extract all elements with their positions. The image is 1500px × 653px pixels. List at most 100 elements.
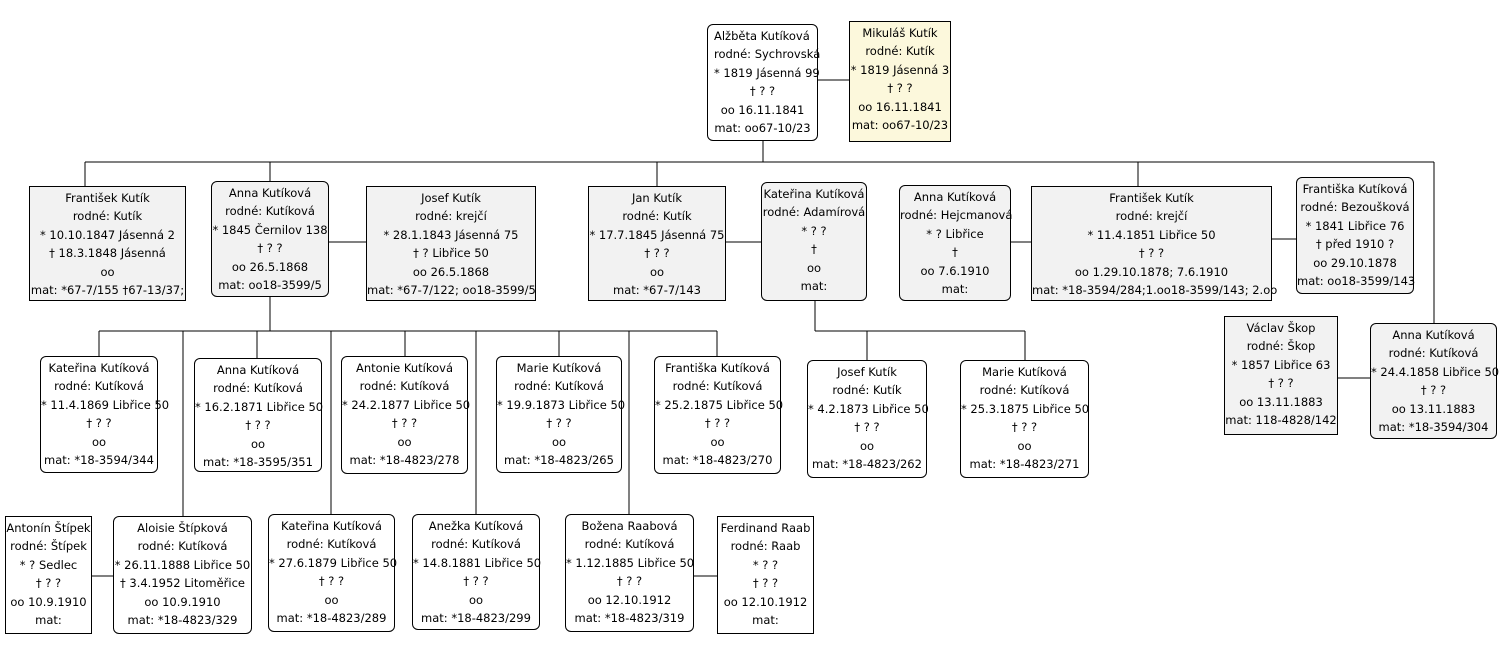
person-marriage: oo xyxy=(91,434,107,449)
person-birth: * 1819 Jásenná 3 xyxy=(850,62,950,77)
person-birth: * 25.3.1875 Libřice 50 xyxy=(961,401,1090,416)
person-card-ferdinand-raab[interactable]: Ferdinand Raab rodné: Raab * ? ? † ? ? o… xyxy=(717,516,814,634)
person-birth-name: rodné: Štípek xyxy=(10,539,87,554)
person-card-frantiska-kutikova-bezouskova[interactable]: Františka Kutíková rodné: Bezoušková * 1… xyxy=(1296,177,1416,294)
person-record: mat: oo18-3599/5 xyxy=(218,278,322,293)
person-name: Anna Kutíková xyxy=(216,363,300,377)
person-birth-name: rodné: Kutík xyxy=(72,209,143,224)
person-death: † ? ? xyxy=(257,241,283,256)
person-name: Anežka Kutíková xyxy=(428,519,524,533)
person-card-frantiska-kutikova-1875[interactable]: Františka Kutíková rodné: Kutíková * 25.… xyxy=(654,356,783,474)
person-card-katerina-kutikova-adamirova[interactable]: Kateřina Kutíková rodné: Adamírová * ? ?… xyxy=(761,182,867,301)
person-death: † 18.3.1848 Jásenná xyxy=(49,246,166,261)
person-name: Božena Raabová xyxy=(581,519,678,533)
person-death: † xyxy=(952,245,958,260)
person-card-anna-kutikova-1845[interactable]: Anna Kutíková rodné: Kutíková * 1845 Čer… xyxy=(211,181,329,297)
person-card-vaclav-skop[interactable]: Václav Škop rodné: Škop * 1857 Libřice 6… xyxy=(1224,316,1338,435)
person-card-katerina-kutikova-1869[interactable]: Kateřina Kutíková rodné: Kutíková * 11.4… xyxy=(40,356,169,473)
person-card-anezka-kutikova[interactable]: Anežka Kutíková rodné: Kutíková * 14.8.1… xyxy=(412,514,541,630)
person-birth: * 26.11.1888 Libřice 50 xyxy=(114,557,251,572)
person-marriage: oo 13.11.1883 xyxy=(1239,394,1323,409)
person-name: Aloisie Štípková xyxy=(137,521,228,535)
person-name: Kateřina Kutíková xyxy=(763,187,865,201)
person-birth-name: rodné: Kutík xyxy=(832,383,902,398)
person-name: Josef Kutík xyxy=(421,191,481,205)
person-name: Anna Kutíková xyxy=(1392,328,1475,342)
person-death: † ? ? xyxy=(1138,246,1165,261)
person-birth: * ? ? xyxy=(752,557,779,572)
person-card-antonin-stipek[interactable]: Antonín Štípek rodné: Štípek * ? Sedlec … xyxy=(5,516,92,634)
person-marriage: oo xyxy=(100,264,115,279)
person-birth-name: rodné: Kutíková xyxy=(672,379,763,394)
person-birth: * 17.7.1845 Jásenná 75 xyxy=(589,227,725,242)
person-death: † ? ? xyxy=(86,416,112,431)
person-birth-name: rodné: Kutíková xyxy=(431,537,521,552)
person-record: mat: *67-7/143 xyxy=(613,283,701,298)
person-birth: * 24.4.1858 Libřice 50 xyxy=(1371,364,1500,379)
person-birth: * 19.9.1873 Libřice 50 xyxy=(497,397,626,412)
person-card-antonie-kutikova[interactable]: Antonie Kutíková rodné: Kutíková * 24.2.… xyxy=(341,356,471,474)
person-card-katerina-kutikova-1879[interactable]: Kateřina Kutíková rodné: Kutíková * 27.6… xyxy=(268,514,398,632)
person-card-frantisek-kutik-1847[interactable]: František Kutík rodné: Kutík * 10.10.184… xyxy=(29,186,186,301)
person-birth-name: rodné: Škop xyxy=(1246,339,1316,354)
person-birth-name: rodné: Kutíková xyxy=(359,379,450,394)
person-card-marie-kutikova-1875[interactable]: Marie Kutíková rodné: Kutíková * 25.3.18… xyxy=(960,360,1089,478)
person-record: mat: oo18-3599/143 xyxy=(1297,274,1416,289)
person-card-anna-kutikova-1871[interactable]: Anna Kutíková rodné: Kutíková * 16.2.187… xyxy=(194,358,324,472)
person-birth: * ? Sedlec xyxy=(19,557,78,572)
person-birth: * 27.6.1879 Libřice 50 xyxy=(269,555,398,570)
person-card-josef-kutik-1873[interactable]: Josef Kutík rodné: Kutík * 4.2.1873 Libř… xyxy=(807,360,929,478)
person-death: † ? ? xyxy=(391,416,418,431)
person-name: Anna Kutíková xyxy=(913,190,997,204)
person-card-anna-kutikova-1858[interactable]: Anna Kutíková rodné: Kutíková * 24.4.185… xyxy=(1370,323,1500,439)
person-birth-name: rodné: krejčí xyxy=(1115,209,1188,224)
person-record: mat: *18-4823/271 xyxy=(969,457,1080,472)
person-record: mat: *67-7/155 †67-13/37; xyxy=(30,283,185,298)
person-record: mat: *18-4823/262 xyxy=(812,457,922,472)
person-marriage: oo 16.11.1841 xyxy=(858,99,942,114)
person-name: Mikuláš Kutík xyxy=(862,26,938,40)
person-birth-name: rodné: Kutíková xyxy=(979,383,1070,398)
person-birth: * 16.2.1871 Libřice 50 xyxy=(195,399,324,414)
person-card-anna-kutikova-hejcmanova[interactable]: Anna Kutíková rodné: Hejcmanová * ? Libř… xyxy=(899,185,1012,301)
person-card-bozena-raabova[interactable]: Božena Raabová rodné: Kutíková * 1.12.18… xyxy=(565,514,694,632)
person-birth: * 24.2.1877 Libřice 50 xyxy=(342,397,471,412)
person-name: Kateřina Kutíková xyxy=(281,519,382,533)
person-death: † xyxy=(811,242,817,257)
person-death: † ? Libřice 50 xyxy=(413,246,489,261)
person-marriage: oo 10.9.1910 xyxy=(10,594,87,609)
person-record: mat: oo67-10/23 xyxy=(714,121,811,136)
person-card-alzbeta-kutikova[interactable]: Alžběta Kutíková rodné: Sychrovská * 181… xyxy=(707,24,821,141)
person-marriage: oo xyxy=(710,434,725,449)
person-birth-name: rodné: Kutíková xyxy=(514,379,604,394)
person-record: mat: xyxy=(941,282,969,297)
person-card-marie-kutikova-1873[interactable]: Marie Kutíková rodné: Kutíková * 19.9.18… xyxy=(496,356,626,473)
person-name: Františka Kutíková xyxy=(665,361,770,375)
person-record: mat: xyxy=(752,613,779,628)
person-name: Antonie Kutíková xyxy=(355,361,453,375)
person-death: † ? ? xyxy=(752,576,779,591)
person-birth-name: rodné: Kutíková xyxy=(137,539,228,554)
person-name: Václav Škop xyxy=(1246,321,1316,335)
person-marriage: oo xyxy=(859,438,875,453)
person-death: † ? ? xyxy=(1011,420,1038,435)
person-birth-name: rodné: Sychrovská xyxy=(714,47,821,62)
person-death: † ? ? xyxy=(704,416,731,431)
person-birth: * 1841 Libřice 76 xyxy=(1305,218,1405,233)
person-name: Anna Kutíková xyxy=(228,186,312,200)
person-card-jan-kutik[interactable]: Jan Kutík rodné: Kutík * 17.7.1845 Jásen… xyxy=(588,186,726,301)
person-marriage: oo xyxy=(551,434,567,449)
person-marriage: oo xyxy=(806,260,822,275)
person-death: † ? ? xyxy=(749,84,776,99)
person-card-josef-kutik-1843[interactable]: Josef Kutík rodné: krejčí * 28.1.1843 Já… xyxy=(366,186,536,301)
person-card-mikulas-kutik[interactable]: Mikuláš Kutík rodné: Kutík * 1819 Jásenn… xyxy=(849,21,951,142)
person-marriage: oo 1.29.10.1878; 7.6.1910 xyxy=(1074,264,1229,279)
person-marriage: oo 29.10.1878 xyxy=(1313,255,1397,270)
person-card-aloisie-stipkova[interactable]: Aloisie Štípková rodné: Kutíková * 26.11… xyxy=(113,516,252,634)
person-marriage: oo 7.6.1910 xyxy=(920,263,990,278)
person-death: † ? ? xyxy=(644,246,670,261)
person-card-frantisek-kutik-1851[interactable]: František Kutík rodné: krejčí * 11.4.185… xyxy=(1031,186,1277,301)
person-birth: * 1.12.1885 Libřice 50 xyxy=(566,555,695,570)
person-birth: * ? Libřice xyxy=(926,226,984,241)
